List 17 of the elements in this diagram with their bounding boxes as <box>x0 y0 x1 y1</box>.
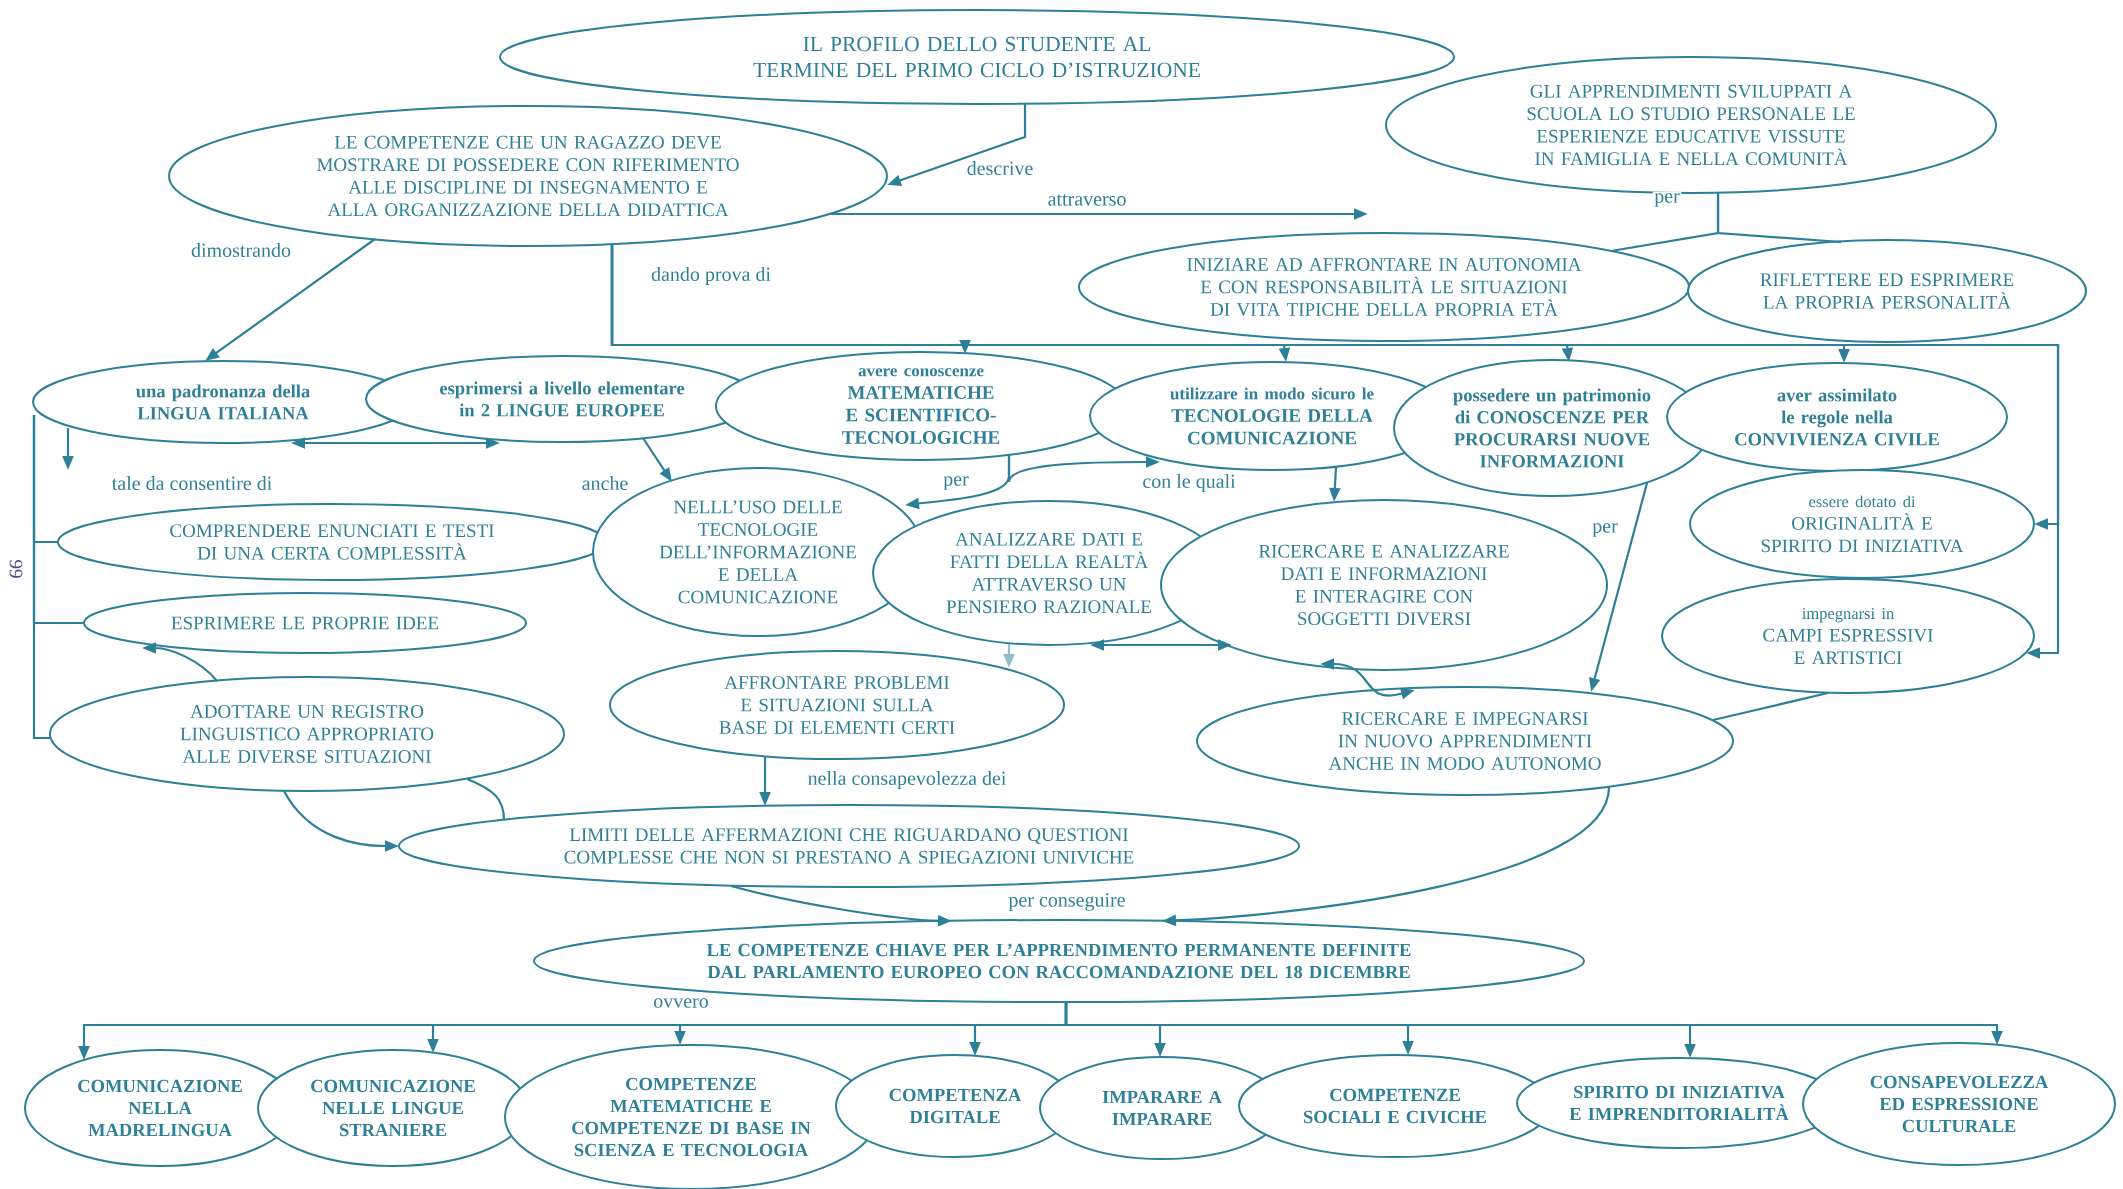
edge-label: dando prova di <box>649 265 773 287</box>
page-number: 99 <box>9 560 23 578</box>
connector-line <box>466 778 506 821</box>
edge-label: attraverso <box>1046 192 1128 208</box>
edge-label: nella consapevolezza dei <box>806 769 1008 791</box>
edge-label: per conseguire <box>1006 891 1128 913</box>
arrow <box>610 244 2060 659</box>
node-label: COMUNICAZIONE NELLE LINGUE STRANIERE <box>311 1079 475 1137</box>
connector-line <box>1716 193 1842 244</box>
connector-line <box>32 415 50 740</box>
edge-label: per <box>941 474 971 492</box>
node-label: CONSAPEVOLEZZA ED ESPRESSIONE CULTURALE <box>1870 1075 2049 1133</box>
edge-label: tale da consentire di <box>110 474 274 492</box>
node-label: COMPETENZE MATEMATICHE E COMPETENZE DI BASE IN SCIENZA E TECNOLOGIA <box>572 1077 811 1157</box>
connector-line <box>1712 691 1829 722</box>
edge-label: descrive <box>965 159 1035 177</box>
edge-label: con le quali <box>1140 472 1238 494</box>
